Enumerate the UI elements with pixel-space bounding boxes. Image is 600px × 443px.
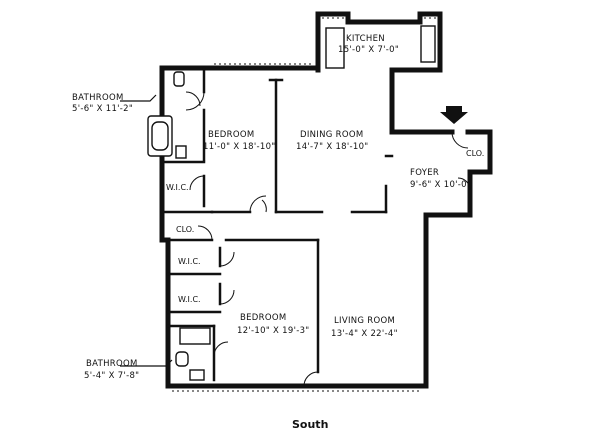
bedroom-bottom-label: BEDROOM [240, 313, 286, 323]
bathroom-bottom-leader [120, 359, 173, 367]
kitchen-walls [315, 11, 443, 73]
closet-foyer-label: CLO. [466, 149, 484, 158]
bathroom-top-label: BATHROOM [72, 93, 124, 103]
dining-room-dims: 14'-7" X 18'-10" [296, 142, 369, 152]
closet-hall-label: CLO. [176, 225, 194, 234]
wic-low-label: W.I.C. [178, 295, 201, 304]
entry-arrow-icon [440, 106, 468, 124]
wic-top-label: W.I.C. [166, 183, 189, 192]
foyer-dims: 9'-6" X 10'-0" [410, 180, 471, 190]
kitchen-dims: 15'-0" X 7'-0" [338, 45, 399, 55]
living-room-dims: 13'-4" X 22'-4" [331, 329, 398, 339]
bathroom-bottom-label: BATHROOM [86, 359, 138, 369]
bathroom-top-dims: 5'-6" X 11'-2" [72, 104, 133, 114]
foyer-label: FOYER [410, 168, 439, 178]
wic-mid-label: W.I.C. [178, 257, 201, 266]
exterior-walls [159, 63, 493, 392]
bedroom-top-dims: 11'-0" X 18'-10" [203, 142, 276, 152]
bathroom-top-leader [120, 94, 157, 102]
bathroom-bottom-dims: 5'-4" X 7'-8" [84, 371, 139, 381]
living-room-label: LIVING ROOM [334, 316, 395, 326]
kitchen-label: KITCHEN [346, 34, 385, 44]
bathroom-top-walls [147, 65, 213, 165]
dining-room-label: DINING ROOM [300, 130, 364, 140]
bedroom-top-label: BEDROOM [208, 130, 254, 140]
interior-walls [160, 66, 471, 387]
bedroom-bottom-dims: 12'-10" X 19'-3" [237, 326, 310, 336]
orientation-label: South [292, 418, 328, 431]
